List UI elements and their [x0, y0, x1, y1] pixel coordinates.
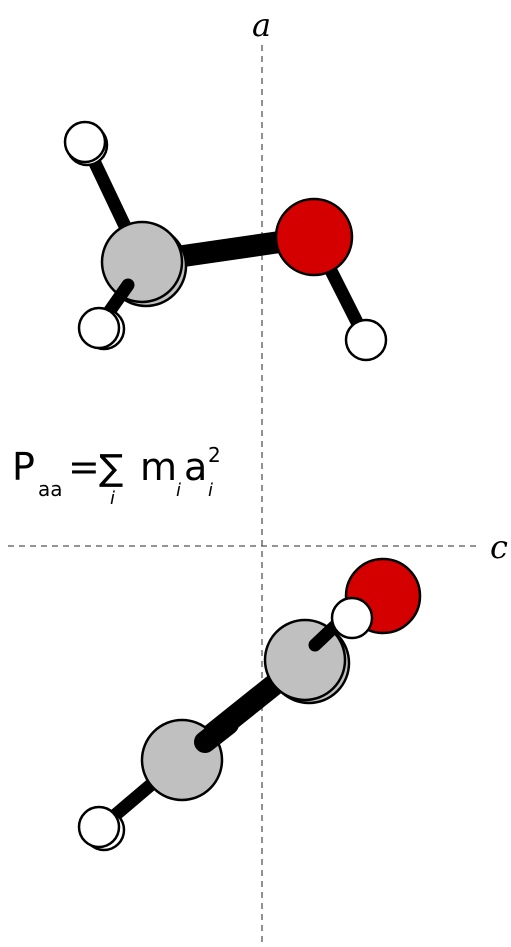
bond-c-c-overlay — [194, 713, 239, 753]
formula-p-symbol: P — [12, 445, 35, 489]
top-molecule — [63, 120, 388, 362]
hydrogen-atom-near-oxygen — [330, 596, 374, 640]
formula: P aa = ∑ i m i a i 2 — [12, 443, 221, 509]
carbon-atom — [100, 220, 184, 304]
formula-equals: = — [68, 445, 100, 489]
formula-sum-index: i — [110, 488, 115, 509]
hydrogen-atom-lower — [77, 306, 121, 350]
c-axis-label: c — [490, 528, 508, 566]
formula-m-subscript: i — [176, 480, 181, 501]
formula-m-symbol: m — [140, 445, 177, 489]
bottom-molecule — [77, 557, 422, 852]
formula-a-symbol: a — [184, 445, 207, 489]
hydrogen-atom-bottom — [77, 805, 121, 849]
hydrogen-atom-upper-shadow — [63, 120, 107, 164]
formula-sum-symbol: ∑ — [99, 448, 123, 489]
formula-p-subscript: aa — [38, 477, 63, 501]
formula-a-exponent: 2 — [208, 443, 221, 467]
a-axis-label: a — [252, 6, 271, 44]
formula-a-subscript: i — [208, 480, 213, 501]
hydrogen-atom-hydroxyl — [344, 318, 388, 362]
oxygen-atom — [274, 197, 354, 277]
